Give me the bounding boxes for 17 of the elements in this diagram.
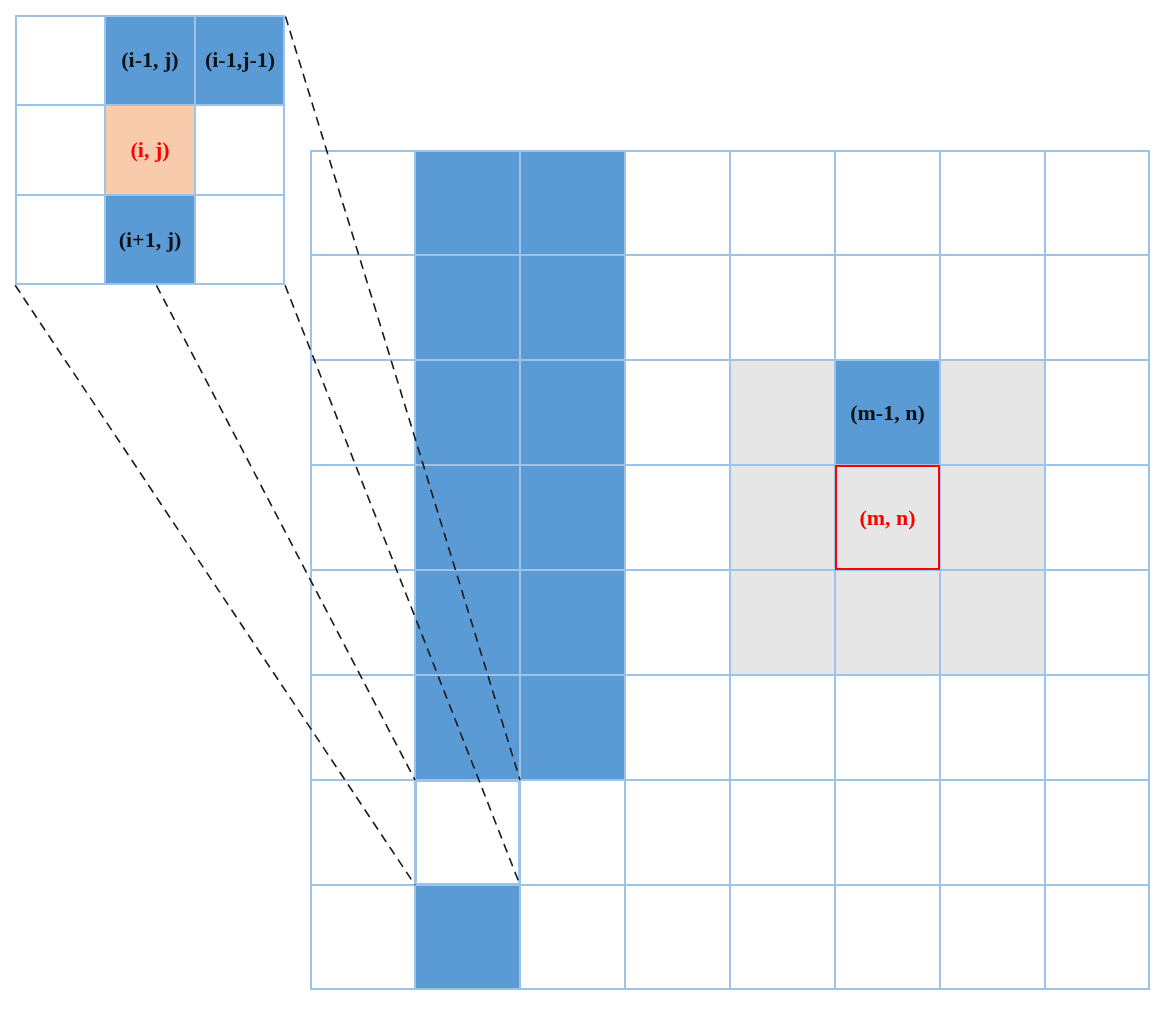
cell-label: (m, n) bbox=[859, 505, 916, 530]
cell-label: (i-1, j) bbox=[121, 48, 179, 72]
grid-cell bbox=[415, 780, 520, 885]
shaded-cell bbox=[835, 360, 940, 465]
shaded-cell bbox=[105, 195, 195, 285]
inset-grid bbox=[15, 15, 285, 285]
cell-label: (i-1,j-1) bbox=[204, 48, 276, 72]
cell-label: (i, j) bbox=[130, 138, 170, 162]
highlighted-cell bbox=[105, 105, 195, 195]
projection-line bbox=[284, 15, 521, 781]
shaded-cell bbox=[195, 15, 285, 105]
cell-label: (m-1, n) bbox=[850, 400, 925, 425]
shaded-cell bbox=[105, 15, 195, 105]
grid bbox=[310, 150, 1150, 990]
neighborhood-region bbox=[730, 360, 1045, 675]
cell-label: (i+1, j) bbox=[118, 228, 182, 252]
outlined-cell bbox=[835, 465, 940, 570]
